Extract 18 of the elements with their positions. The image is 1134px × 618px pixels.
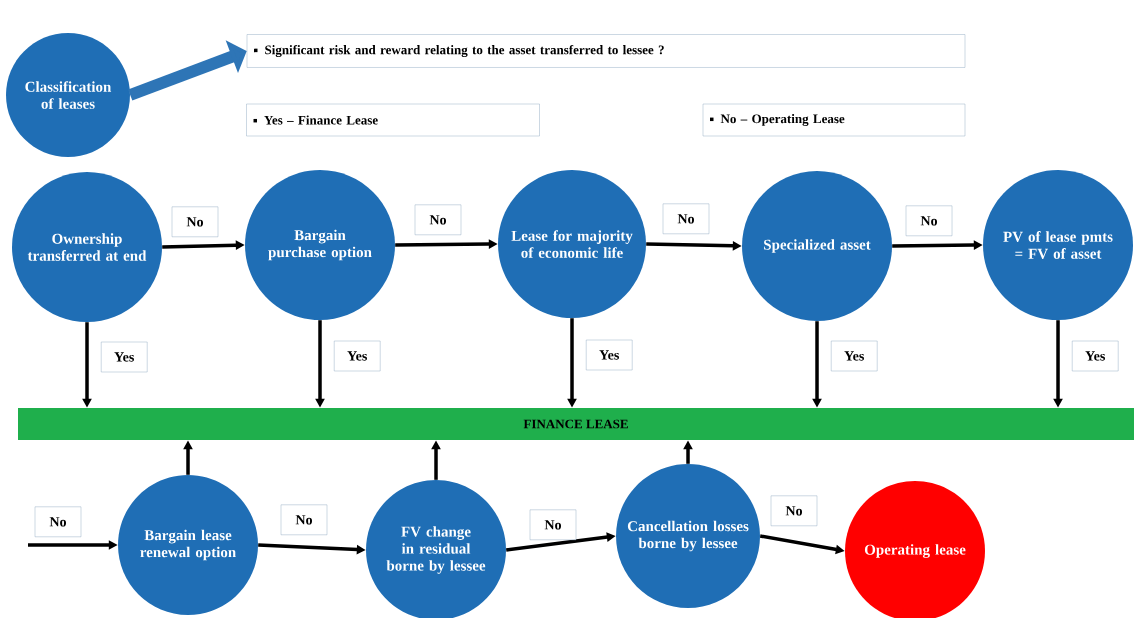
- edge-label: Yes: [586, 339, 633, 371]
- edge-label: No: [171, 206, 219, 237]
- edge-label: No: [905, 205, 953, 236]
- question-box: Significant risk and reward relating to the asset transferred to lessee ?: [246, 34, 966, 68]
- edge-label: Yes: [1072, 340, 1119, 372]
- answer-box: No – Operating Lease: [702, 103, 966, 137]
- edge-label: Yes: [101, 341, 148, 373]
- arrow: [128, 40, 247, 101]
- edge-label: No: [529, 509, 577, 540]
- edge-label: No: [280, 504, 328, 535]
- edge-label: No: [770, 495, 818, 526]
- edge-label: Yes: [831, 340, 878, 372]
- edge-label: No: [414, 204, 462, 235]
- edge-label: Yes: [334, 340, 381, 372]
- result-bar: FINANCE LEASE: [18, 408, 1134, 440]
- edge-label: No: [662, 203, 710, 234]
- edge-label: No: [34, 506, 82, 537]
- answer-box: Yes – Finance Lease: [246, 103, 540, 137]
